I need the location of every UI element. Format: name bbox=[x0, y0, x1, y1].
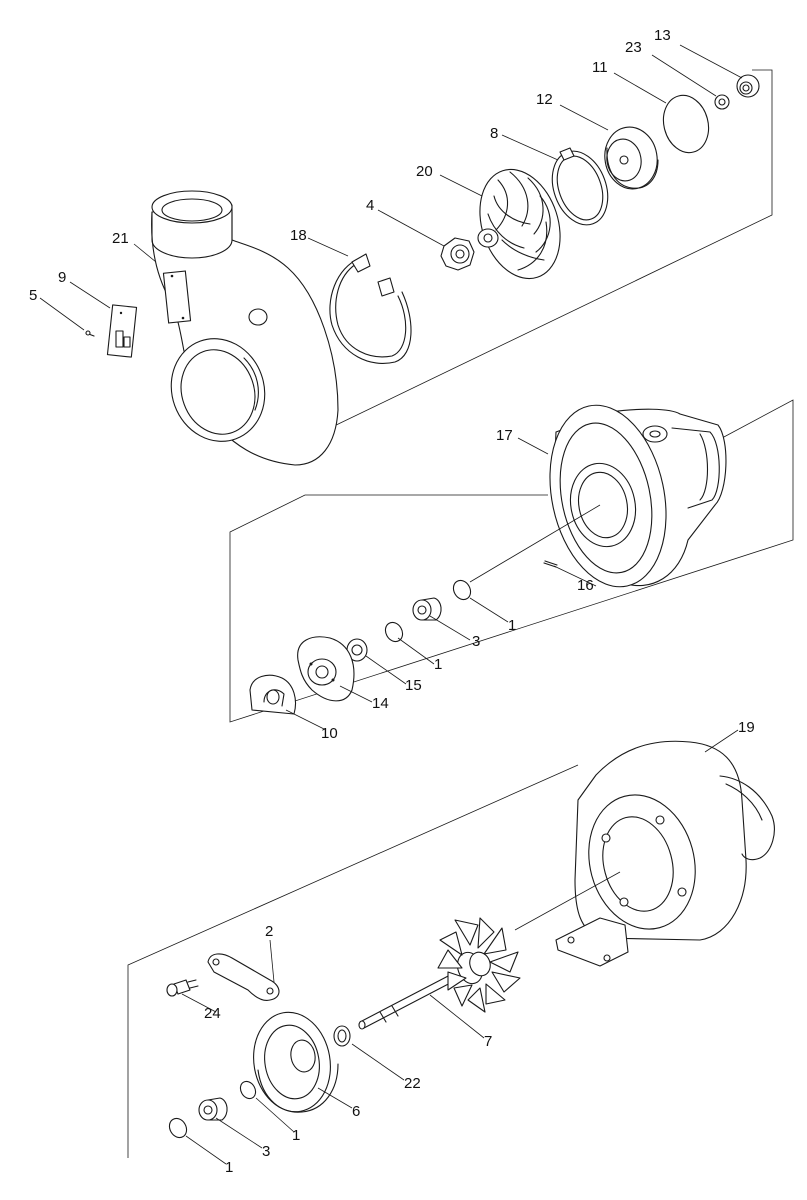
insert-part bbox=[604, 126, 659, 190]
washer-part bbox=[714, 94, 730, 110]
callout-19: 19 bbox=[738, 719, 755, 736]
snap-ring-part bbox=[551, 147, 609, 226]
retaining-ring-part bbox=[329, 253, 412, 364]
bearing-housing-part bbox=[549, 404, 727, 588]
retaining-ring-middle-part bbox=[384, 621, 404, 643]
callout-12: 12 bbox=[536, 91, 553, 108]
callout-18: 18 bbox=[290, 227, 307, 244]
turbine-housing-part bbox=[555, 740, 775, 967]
group-frame-bearing-housing bbox=[229, 399, 794, 723]
callout-6: 6 bbox=[352, 1103, 360, 1120]
leader-lines bbox=[39, 44, 743, 1165]
callout-10: 10 bbox=[321, 725, 338, 742]
callout-5: 5 bbox=[29, 287, 37, 304]
callout-1-middle: 1 bbox=[434, 656, 442, 673]
retaining-ring-upper-part bbox=[452, 579, 472, 601]
journal-bearing-lower-part bbox=[198, 1097, 228, 1121]
callout-13: 13 bbox=[654, 27, 671, 44]
callout-20: 20 bbox=[416, 163, 433, 180]
callout-4: 4 bbox=[366, 197, 374, 214]
o-ring-large-part bbox=[662, 94, 710, 154]
callout-23: 23 bbox=[625, 39, 642, 56]
assembly-centerlines bbox=[469, 504, 621, 931]
journal-bearing-upper-part bbox=[412, 597, 442, 621]
cap-screw-part bbox=[166, 979, 199, 997]
callout-3-upper: 3 bbox=[472, 633, 480, 650]
callout-14: 14 bbox=[372, 695, 389, 712]
callout-22: 22 bbox=[404, 1075, 421, 1092]
callout-11: 11 bbox=[592, 59, 608, 76]
callout-3-lower: 3 bbox=[262, 1143, 270, 1160]
callout-2: 2 bbox=[265, 923, 273, 940]
heat-shield-part bbox=[253, 1011, 339, 1113]
callout-17: 17 bbox=[496, 427, 513, 444]
callout-8: 8 bbox=[490, 125, 498, 142]
lock-nut-part bbox=[440, 237, 475, 271]
callout-15: 15 bbox=[405, 677, 422, 694]
group-frame-turbine bbox=[127, 764, 579, 1158]
callout-7: 7 bbox=[484, 1033, 492, 1050]
callout-24: 24 bbox=[204, 1005, 221, 1022]
thrust-bearing-part bbox=[297, 636, 355, 702]
nameplate-part bbox=[106, 304, 138, 358]
oil-deflector-part bbox=[249, 674, 297, 715]
piston-ring-part bbox=[333, 1025, 351, 1047]
shaft-nut-part bbox=[736, 74, 760, 98]
callout-1-upper: 1 bbox=[508, 617, 516, 634]
callout-16: 16 bbox=[577, 577, 594, 594]
compressor-housing-part bbox=[151, 190, 339, 466]
callout-21: 21 bbox=[112, 230, 129, 247]
callout-1-lower: 1 bbox=[292, 1127, 300, 1144]
callout-numbers: 13 23 11 12 8 20 4 18 21 9 5 17 16 1 3 1… bbox=[29, 27, 755, 1176]
drive-screw-part bbox=[85, 330, 95, 337]
locking-plate-part bbox=[207, 953, 280, 1001]
compressor-wheel-part bbox=[477, 168, 561, 280]
retaining-ring-lower-part bbox=[239, 1080, 257, 1100]
retaining-ring-bottom-part bbox=[168, 1117, 188, 1139]
callout-9: 9 bbox=[58, 269, 66, 286]
callout-1-bottom: 1 bbox=[225, 1159, 233, 1176]
turbine-wheel-shaft-part bbox=[358, 917, 521, 1030]
group-frame-compressor bbox=[304, 69, 773, 441]
